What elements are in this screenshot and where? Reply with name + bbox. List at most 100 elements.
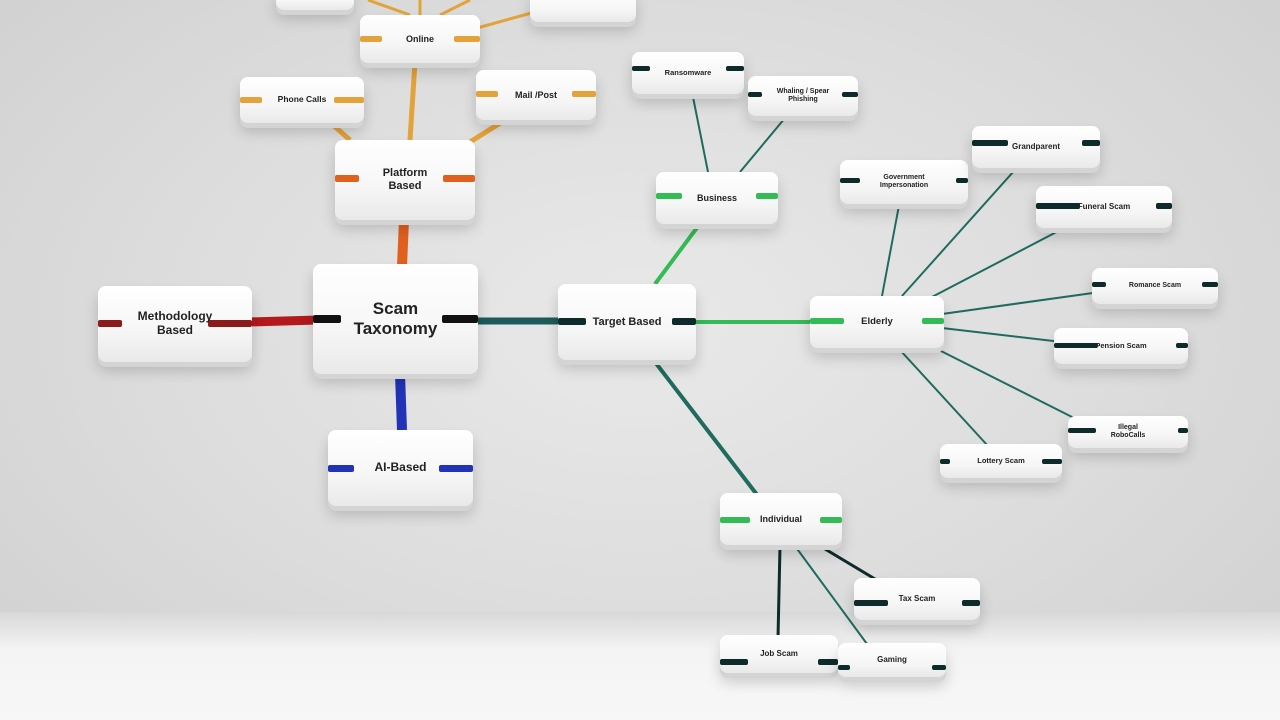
node-methodology-based: Methodology Based bbox=[98, 286, 252, 362]
node-ransomware: Ransomware bbox=[632, 52, 744, 94]
node-mail-band-right bbox=[572, 91, 596, 97]
node-gaming: Gaming bbox=[838, 643, 946, 677]
node-methodology-band-right bbox=[208, 320, 252, 327]
edge-platform-mail bbox=[468, 117, 507, 145]
edge-elderly-romance bbox=[941, 291, 1101, 315]
edge-business-ransomware bbox=[691, 91, 709, 173]
node-individual-band-left bbox=[720, 517, 750, 523]
edge-online-top1 bbox=[367, 0, 411, 17]
node-romance-label: Romance Scam bbox=[1128, 281, 1182, 289]
node-business: Business bbox=[656, 172, 778, 224]
node-mail-label: Mail /Post bbox=[514, 89, 557, 100]
node-cropped-top-left bbox=[276, 0, 354, 10]
node-cropped-top-right bbox=[530, 0, 636, 22]
node-pension-band-left bbox=[1054, 343, 1098, 348]
node-pension-label: Pension Scam bbox=[1095, 340, 1147, 350]
node-grandparent-label: Grandparent bbox=[1011, 142, 1060, 152]
node-elderly: Elderly bbox=[810, 296, 944, 348]
edge-elderly-grandparent bbox=[901, 161, 1023, 297]
node-ai-band-right bbox=[439, 465, 473, 472]
node-phone-band-right bbox=[334, 97, 364, 103]
node-business-band-left bbox=[656, 193, 682, 199]
node-platform-label: Platform Based bbox=[382, 167, 428, 192]
node-lottery-band-right bbox=[1042, 459, 1062, 464]
node-platform-band-left bbox=[335, 175, 359, 182]
node-gaming-band-right bbox=[932, 665, 946, 670]
node-individual: Individual bbox=[720, 493, 842, 545]
edge-individual-gaming bbox=[794, 545, 871, 649]
node-individual-label: Individual bbox=[759, 513, 802, 524]
node-grandparent: Grandparent bbox=[972, 126, 1100, 168]
node-center-band-left bbox=[313, 315, 341, 323]
node-funeral-band-right bbox=[1156, 203, 1172, 209]
node-phone-label: Phone Calls bbox=[277, 94, 327, 105]
edge-elderly-lottery bbox=[899, 349, 989, 447]
node-illegal-robocalls: Illegal RoboCalls bbox=[1068, 416, 1188, 448]
node-robocalls-band-left bbox=[1068, 428, 1096, 433]
edge-individual-job bbox=[776, 545, 782, 639]
node-whaling-band-left bbox=[748, 92, 762, 97]
node-whaling-label: Whaling / Spear Phishing bbox=[776, 87, 830, 103]
node-tax-band-right bbox=[962, 600, 980, 606]
edge-center-platform bbox=[397, 219, 409, 267]
node-platform-based: Platform Based bbox=[335, 140, 475, 220]
edge-center-methodology bbox=[247, 315, 319, 327]
node-whaling-band-right bbox=[842, 92, 858, 97]
node-online-band-right bbox=[454, 36, 480, 42]
node-tax-scam: Tax Scam bbox=[854, 578, 980, 620]
node-center-label: Scam Taxonomy bbox=[353, 299, 438, 338]
node-phone-calls: Phone Calls bbox=[240, 77, 364, 123]
node-grandparent-band-left bbox=[972, 140, 1008, 146]
edge-elderly-pension bbox=[941, 327, 1063, 343]
node-scam-taxonomy: Scam Taxonomy bbox=[313, 264, 478, 374]
node-mail-band-left bbox=[476, 91, 498, 97]
node-romance-scam: Romance Scam bbox=[1092, 268, 1218, 304]
edge-elderly-government bbox=[881, 199, 901, 297]
edge-target-business bbox=[653, 219, 704, 286]
node-elderly-label: Elderly bbox=[861, 315, 893, 327]
node-government-band-right bbox=[956, 178, 968, 183]
node-government-band-left bbox=[840, 178, 860, 183]
node-elderly-band-left bbox=[810, 318, 844, 324]
node-phone-band-left bbox=[240, 97, 262, 103]
node-target-label: Target Based bbox=[592, 315, 662, 328]
edge-target-individual bbox=[653, 360, 760, 498]
edge-elderly-robocalls bbox=[934, 347, 1079, 421]
node-online-label: Online bbox=[405, 33, 434, 44]
node-pension-band-right bbox=[1176, 343, 1188, 348]
node-robocalls-band-right bbox=[1178, 428, 1188, 433]
node-government-label: Government Impersonation bbox=[879, 173, 929, 189]
node-online-band-left bbox=[360, 36, 382, 42]
node-online: Online bbox=[360, 15, 480, 63]
node-ransomware-band-left bbox=[632, 66, 650, 71]
node-job-scam: Job Scam bbox=[720, 635, 838, 673]
edge-elderly-funeral bbox=[929, 225, 1069, 299]
node-target-based: Target Based bbox=[558, 284, 696, 360]
node-lottery-band-left bbox=[940, 459, 950, 464]
edge-individual-tax bbox=[819, 544, 881, 584]
node-target-band-right bbox=[672, 318, 696, 325]
node-lottery-label: Lottery Scam bbox=[977, 455, 1025, 465]
node-business-band-right bbox=[756, 193, 778, 199]
node-business-label: Business bbox=[696, 192, 738, 203]
node-whaling-spear-phishing: Whaling / Spear Phishing bbox=[748, 76, 858, 116]
node-gaming-label: Gaming bbox=[877, 655, 907, 665]
floor-backdrop bbox=[0, 612, 1280, 720]
node-job-label: Job Scam bbox=[760, 649, 798, 659]
node-funeral-band-left bbox=[1036, 203, 1080, 209]
node-romance-band-left bbox=[1092, 282, 1106, 287]
edge-center-ai bbox=[395, 373, 407, 431]
node-robocalls-label: Illegal RoboCalls bbox=[1110, 423, 1146, 439]
node-mail-post: Mail /Post bbox=[476, 70, 596, 120]
node-tax-label: Tax Scam bbox=[898, 594, 936, 604]
node-center-band-right bbox=[442, 315, 478, 323]
node-tax-band-left bbox=[854, 600, 888, 606]
node-target-band-left bbox=[558, 318, 586, 325]
node-romance-band-right bbox=[1202, 282, 1218, 287]
node-funeral-scam: Funeral Scam bbox=[1036, 186, 1172, 228]
node-gaming-band-left bbox=[838, 665, 850, 670]
node-ransomware-label: Ransomware bbox=[664, 67, 712, 77]
node-ransomware-band-right bbox=[726, 66, 744, 71]
edge-business-whaling bbox=[739, 111, 791, 173]
